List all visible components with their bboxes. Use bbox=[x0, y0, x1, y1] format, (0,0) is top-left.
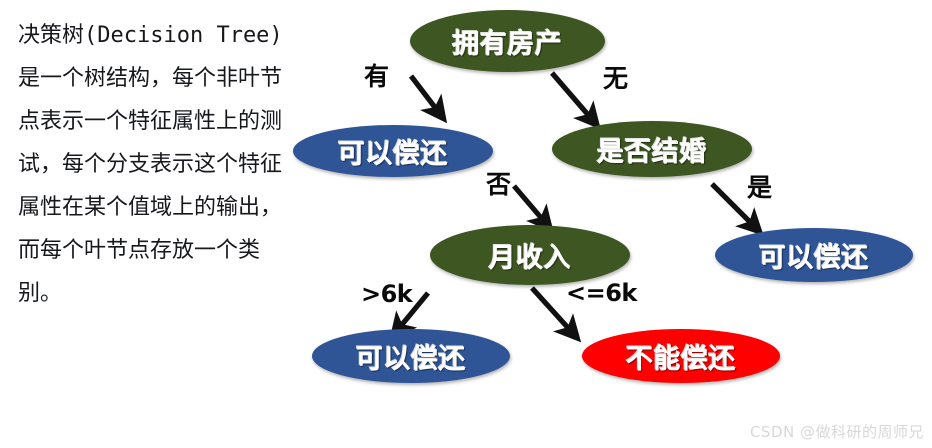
node-leaf-can-repay-married-label: 可以偿还 bbox=[759, 242, 869, 274]
edge-income-high-arrow bbox=[389, 291, 431, 340]
node-leaf-can-repay-own[interactable]: 可以偿还 bbox=[293, 125, 493, 177]
node-leaf-cannot-repay[interactable]: 不能偿还 bbox=[582, 329, 780, 383]
edge-income-low-arrow bbox=[530, 286, 582, 343]
node-monthly-income[interactable]: 月收入 bbox=[430, 225, 630, 285]
edge-label-married-yes: 是 bbox=[747, 173, 773, 202]
description-panel: 决策树(Decision Tree)是一个树结构，每个非叶节点表示一个特征属性上… bbox=[0, 0, 300, 448]
edge-married-yes-arrow bbox=[710, 182, 764, 236]
edge-own-yes-arrow bbox=[408, 74, 448, 124]
node-root-own-property-label: 拥有房产 bbox=[452, 28, 563, 60]
description-text: 决策树(Decision Tree)是一个树结构，每个非叶节点表示一个特征属性上… bbox=[18, 23, 283, 306]
edge-label-income-low: <=6k bbox=[566, 279, 637, 307]
node-leaf-can-repay-income-label: 可以偿还 bbox=[356, 343, 466, 375]
edge-label-own-no: 无 bbox=[603, 64, 629, 93]
edge-own-no-arrow bbox=[550, 71, 601, 130]
node-monthly-income-label: 月收入 bbox=[488, 242, 572, 274]
node-is-married-label: 是否结婚 bbox=[597, 136, 707, 168]
node-leaf-can-repay-income[interactable]: 可以偿还 bbox=[312, 329, 510, 383]
node-leaf-can-repay-own-label: 可以偿还 bbox=[338, 138, 448, 170]
edge-married-no-arrow bbox=[512, 184, 554, 233]
node-is-married[interactable]: 是否结婚 bbox=[552, 121, 752, 177]
node-root-own-property[interactable]: 拥有房产 bbox=[410, 10, 605, 72]
node-leaf-cannot-repay-label: 不能偿还 bbox=[626, 343, 736, 375]
edge-label-own-yes: 有 bbox=[364, 62, 390, 91]
node-leaf-can-repay-married[interactable]: 可以偿还 bbox=[715, 228, 913, 282]
tree-diagram: 拥有房产 可以偿还 是否结婚 月收入 可以偿还 可以偿还 不能偿还 有 无 否 bbox=[293, 0, 932, 448]
tree-edges-layer bbox=[389, 71, 764, 343]
edge-label-income-high: >6k bbox=[361, 280, 413, 308]
csdn-watermark: CSDN @做科研的周师兄 bbox=[749, 423, 924, 441]
edge-label-married-no: 否 bbox=[486, 170, 512, 199]
